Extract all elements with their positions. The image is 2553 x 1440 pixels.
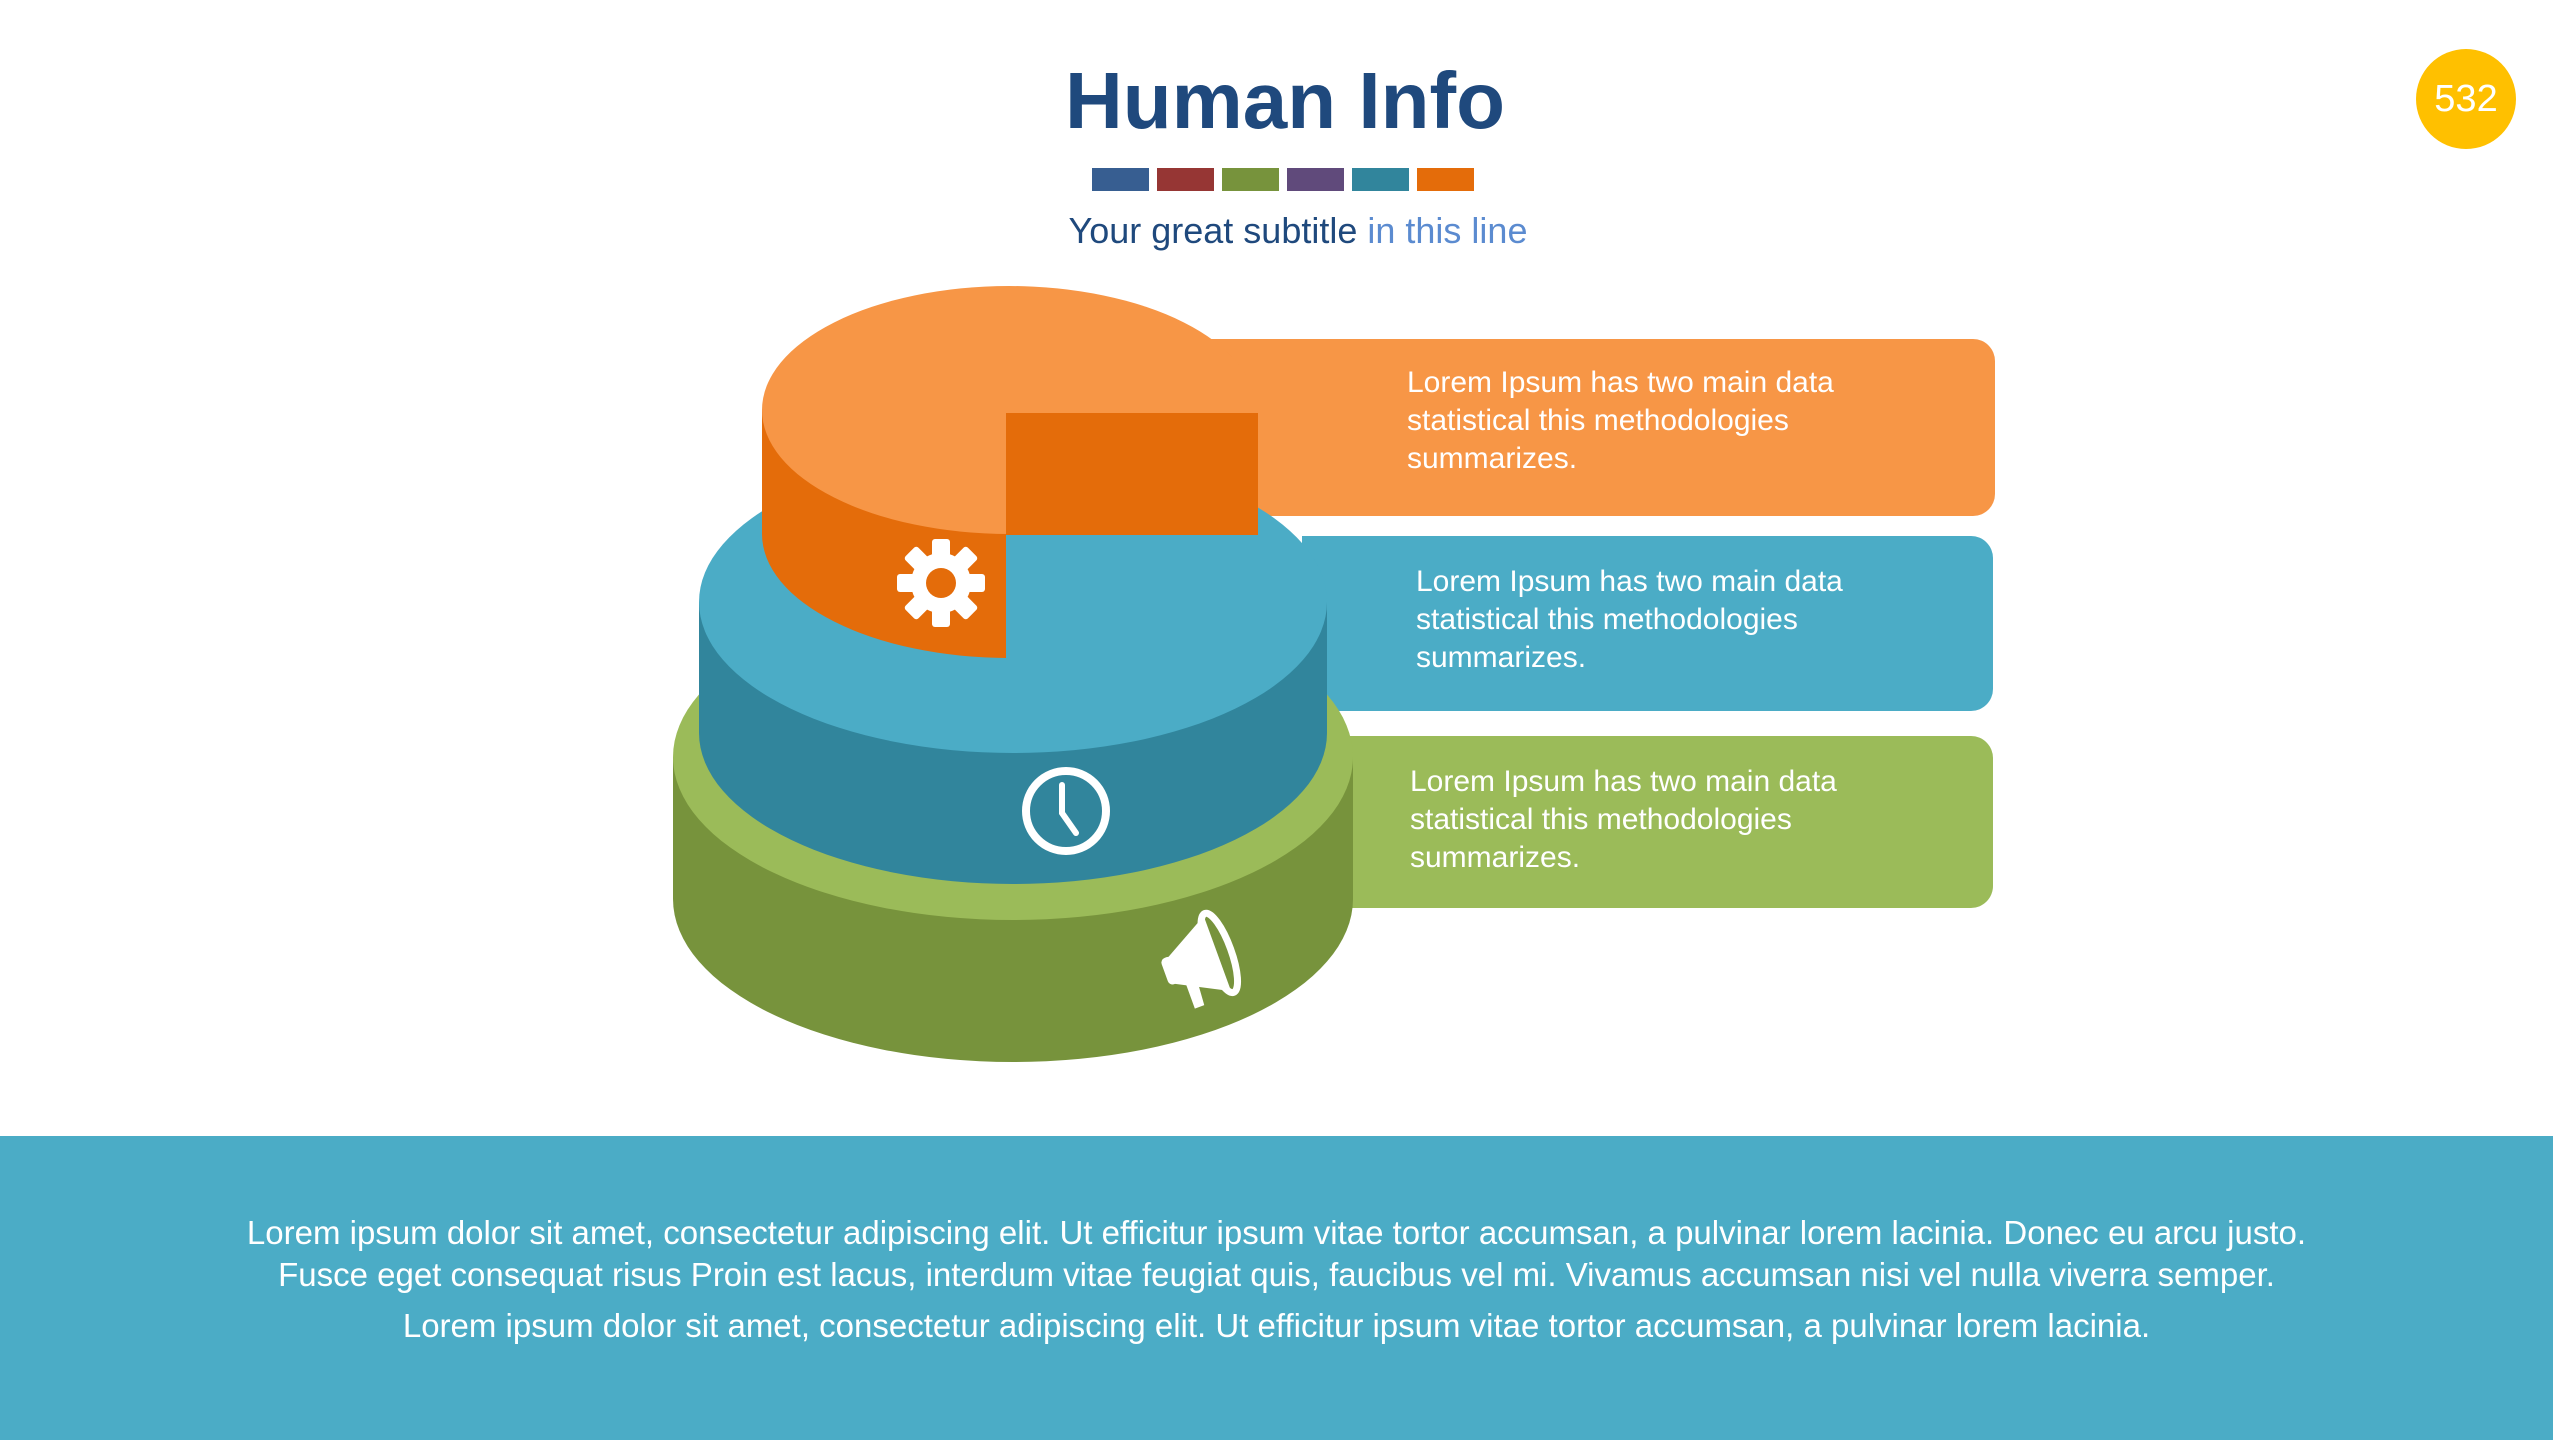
- subtitle-highlight: in this line: [1367, 210, 1528, 251]
- footer-line-2: Fusce eget consequat risus Proin est lac…: [278, 1256, 2275, 1293]
- footer-line-1: Lorem ipsum dolor sit amet, consectetur …: [246, 1214, 2307, 1251]
- clock-icon: [1022, 767, 1110, 855]
- megaphone-icon: [1161, 909, 1242, 1009]
- swatch: [1092, 168, 1149, 191]
- swatch: [1287, 168, 1344, 191]
- footer-line-3: Lorem ipsum dolor sit amet, consectetur …: [402, 1307, 2151, 1344]
- layer-text-3: Lorem Ipsum has two main data statistica…: [1410, 765, 1837, 874]
- layer-text-1: Lorem Ipsum has two main data statistica…: [1407, 366, 1834, 475]
- footer-band: Lorem ipsum dolor sit amet, consectetur …: [0, 1136, 2553, 1440]
- color-swatches: [1092, 168, 1474, 191]
- layer-box-2: Lorem Ipsum has two main data statistica…: [1302, 536, 1993, 711]
- swatch: [1157, 168, 1214, 191]
- gear-icon: [897, 539, 985, 627]
- page-number-badge: 532: [2416, 49, 2516, 149]
- layer-text-2: Lorem Ipsum has two main data statistica…: [1416, 565, 1843, 674]
- layer-box-3: Lorem Ipsum has two main data statistica…: [1335, 736, 1993, 908]
- swatch: [1222, 168, 1279, 191]
- swatch: [1352, 168, 1409, 191]
- layer-box-1: Lorem Ipsum has two main data statistica…: [1205, 339, 1995, 516]
- subtitle-main: Your great subtitle: [1068, 210, 1358, 251]
- page-title: Human Info: [1065, 56, 1505, 145]
- swatch: [1417, 168, 1474, 191]
- subtitle: Your great subtitle in this line: [0, 210, 2553, 252]
